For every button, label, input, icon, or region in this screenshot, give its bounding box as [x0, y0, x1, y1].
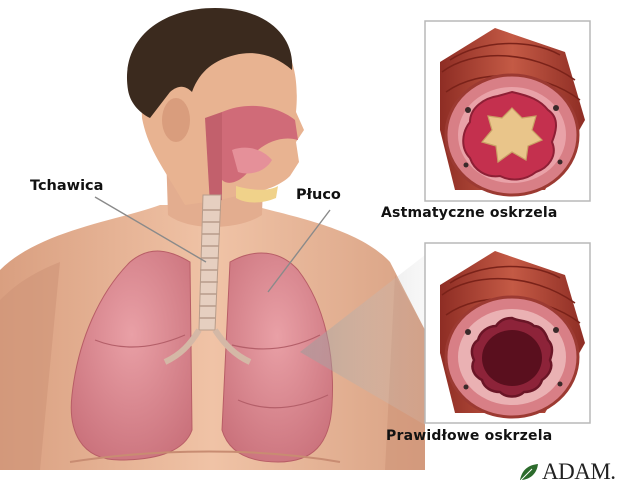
label-asthmatic-bronchus: Astmatyczne oskrzela	[381, 205, 558, 221]
label-trachea: Tchawica	[30, 178, 103, 194]
label-normal-bronchus: Prawidłowe oskrzela	[386, 428, 552, 444]
head	[127, 8, 304, 205]
brand-name: ADAM.	[542, 459, 616, 485]
leaf-icon	[518, 462, 540, 482]
label-lung: Płuco	[296, 187, 341, 203]
adam-logo: ADAM.	[518, 458, 616, 486]
normal-bronchus-panel	[425, 243, 590, 423]
asthmatic-bronchus-panel	[425, 21, 590, 201]
